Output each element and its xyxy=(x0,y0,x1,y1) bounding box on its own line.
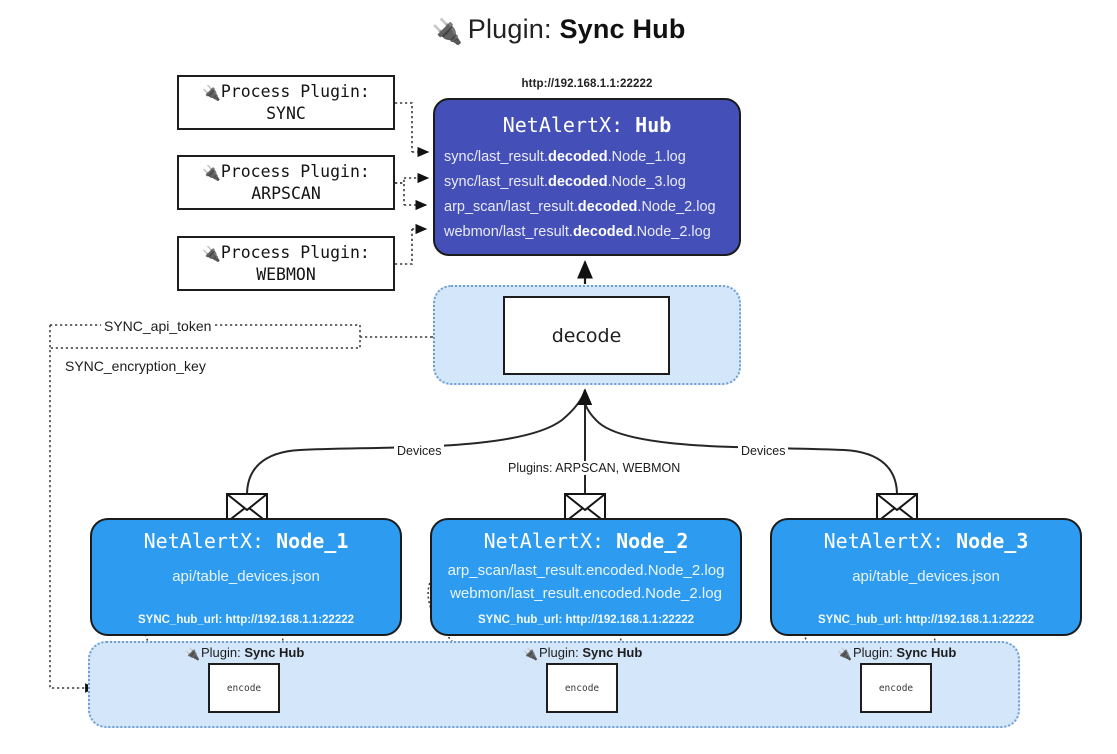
node-file-item: arp_scan/last_result.encoded.Node_2.log xyxy=(447,562,725,579)
electric-plug-icon: 🔌 xyxy=(431,18,463,46)
node-file-item: api/table_devices.json xyxy=(172,568,320,585)
node-title: NetAlertX: Node_2 xyxy=(483,529,689,553)
hub-url-label: http://192.168.1.1:22222 xyxy=(521,78,653,90)
node-hub-url: SYNC_hub_url: http://192.168.1.1:22222 xyxy=(477,614,695,626)
label-sync-api-token: SYNC_api_token xyxy=(101,318,215,334)
hub-file-item: webmon/last_result.decoded.Node_2.log xyxy=(444,223,711,240)
node-card-node-3[interactable]: NetAlertX: Node_3 api/table_devices.json… xyxy=(770,518,1082,636)
page-title-prefix: Plugin: xyxy=(467,14,552,44)
process-plugin-line2: WEBMON xyxy=(256,265,316,285)
process-plugin-line1: 🔌Process Plugin: xyxy=(202,161,370,182)
plugin-label-node-1: 🔌Plugin: Sync Hub xyxy=(185,645,305,661)
node-file-list: arp_scan/last_result.encoded.Node_2.log … xyxy=(432,559,740,606)
page-title-name: Sync Hub xyxy=(559,14,686,44)
hub-file-item: sync/last_result.decoded.Node_3.log xyxy=(444,173,686,190)
process-plugin-line2: SYNC xyxy=(266,104,306,124)
node-file-list: api/table_devices.json xyxy=(92,565,400,588)
node-file-item: webmon/last_result.encoded.Node_2.log xyxy=(450,585,722,603)
encode-box-node-2[interactable]: encode xyxy=(546,663,618,713)
electric-plug-icon: 🔌 xyxy=(202,163,221,182)
decode-box[interactable]: decode xyxy=(503,296,670,375)
label-sync-encryption-key: SYNC_encryption_key xyxy=(62,358,209,374)
label-plugins-center: Plugins: ARPSCAN, WEBMON xyxy=(505,461,684,475)
label-devices-right: Devices xyxy=(738,444,789,458)
node-hub-url: SYNC_hub_url: http://192.168.1.1:22222 xyxy=(817,614,1035,626)
hub-file-item: sync/last_result.decoded.Node_1.log xyxy=(444,149,686,165)
hub-node-card[interactable]: NetAlertX: Hub sync/last_result.decoded.… xyxy=(433,98,741,256)
process-plugin-box-sync[interactable]: 🔌Process Plugin: SYNC xyxy=(177,75,395,130)
node-file-list: api/table_devices.json xyxy=(772,565,1080,588)
process-plugin-box-arpscan[interactable]: 🔌Process Plugin: ARPSCAN xyxy=(177,155,395,210)
plugin-label-node-3: 🔌Plugin: Sync Hub xyxy=(837,645,957,661)
electric-plug-icon: 🔌 xyxy=(202,83,221,102)
node-hub-url: SYNC_hub_url: http://192.168.1.1:22222 xyxy=(137,614,355,626)
electric-plug-icon: 🔌 xyxy=(185,647,200,661)
page-title: 🔌Plugin: Sync Hub xyxy=(0,14,1117,47)
process-plugin-line1: 🔌Process Plugin: xyxy=(202,242,370,263)
process-plugin-box-webmon[interactable]: 🔌Process Plugin: WEBMON xyxy=(177,236,395,291)
hub-file-item: arp_scan/last_result.decoded.Node_2.log xyxy=(444,198,716,215)
node-file-item: api/table_devices.json xyxy=(852,568,1000,585)
encode-box-node-1[interactable]: encode xyxy=(208,663,280,713)
label-devices-left: Devices xyxy=(394,444,445,458)
hub-file-list: sync/last_result.decoded.Node_1.log sync… xyxy=(435,145,739,245)
process-plugin-line1: 🔌Process Plugin: xyxy=(202,81,370,102)
node-title: NetAlertX: Node_3 xyxy=(823,529,1029,553)
electric-plug-icon: 🔌 xyxy=(837,647,852,661)
node-title: NetAlertX: Node_1 xyxy=(143,529,349,553)
electric-plug-icon: 🔌 xyxy=(202,244,221,263)
node-card-node-1[interactable]: NetAlertX: Node_1 api/table_devices.json… xyxy=(90,518,402,636)
electric-plug-icon: 🔌 xyxy=(523,647,538,661)
hub-title: NetAlertX: Hub xyxy=(502,113,672,137)
process-plugin-line2: ARPSCAN xyxy=(251,184,321,204)
encode-box-node-3[interactable]: encode xyxy=(860,663,932,713)
node-card-node-2[interactable]: NetAlertX: Node_2 arp_scan/last_result.e… xyxy=(430,518,742,636)
plugin-label-node-2: 🔌Plugin: Sync Hub xyxy=(523,645,643,661)
